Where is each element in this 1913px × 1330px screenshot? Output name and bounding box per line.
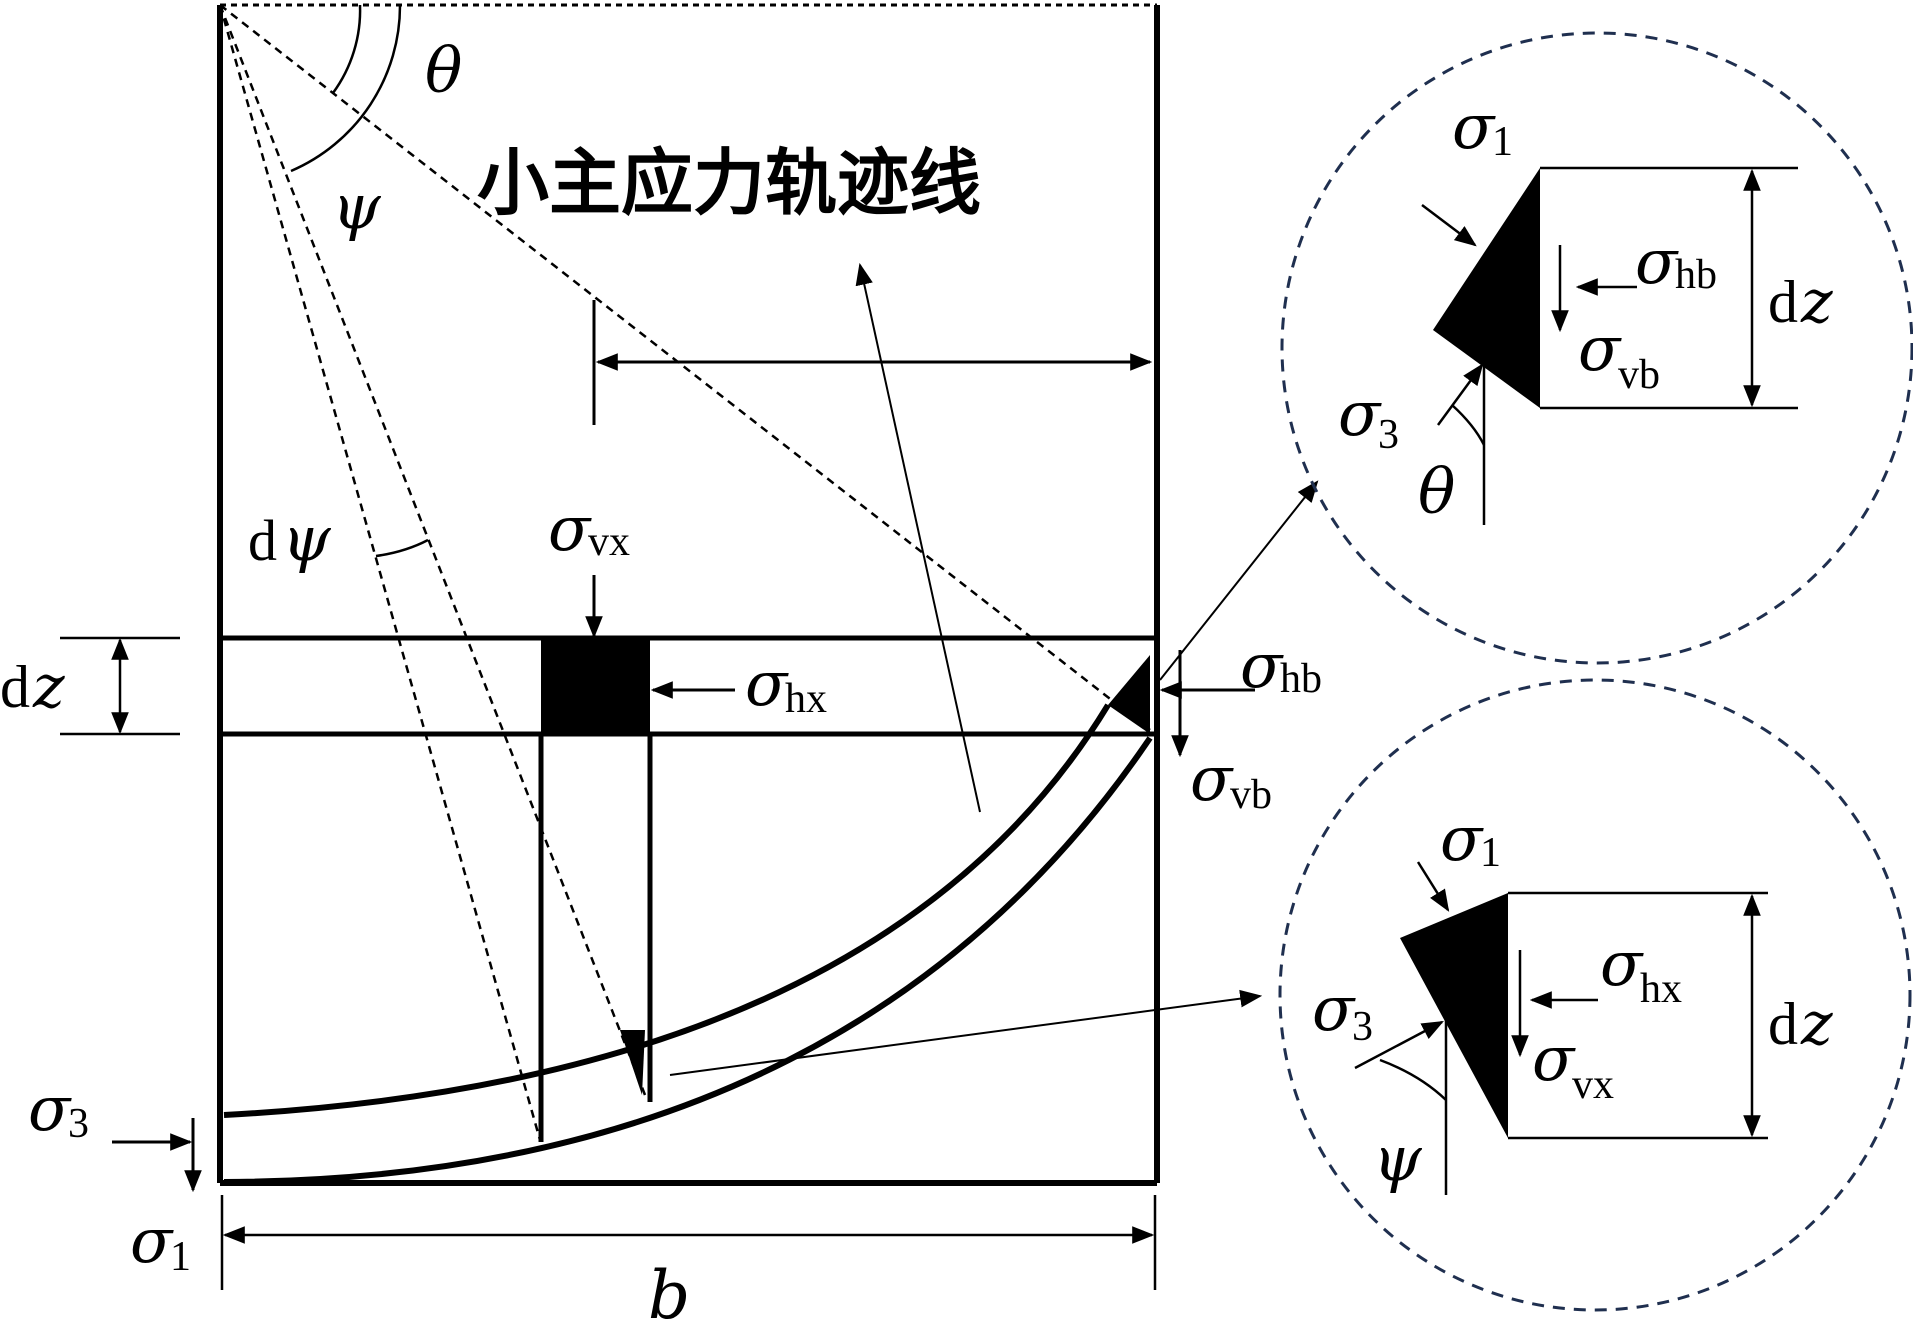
column-callout-sigma3-arrow — [1354, 1020, 1444, 1070]
svg-text:d: d — [0, 654, 30, 720]
psi-arc — [290, 4, 402, 173]
sigma-vx-label: σ vx — [548, 492, 630, 565]
wall-callout-circle — [1280, 31, 1913, 665]
column-callout-psi-label: ψ — [1373, 1122, 1423, 1195]
theta-label: θ — [425, 34, 462, 107]
width-b-dimension — [220, 1195, 1157, 1290]
trajectory-curve-lower — [223, 736, 1153, 1185]
sigma1-label: σ 1 — [130, 1204, 191, 1280]
svg-text:σ: σ — [1240, 629, 1284, 702]
svg-text:3: 3 — [1352, 1004, 1373, 1050]
dpsi-label: d ψ — [248, 502, 332, 575]
column-callout-psi-arc — [1379, 1058, 1447, 1101]
column-callout-sigma1-arrow — [1416, 861, 1450, 912]
left-dz-label: d z — [0, 652, 65, 722]
svg-text:hx: hx — [785, 676, 827, 722]
wall-callout-sigma1-arrow — [1421, 204, 1477, 247]
svg-text:σ: σ — [1440, 802, 1484, 875]
apex-angle-arcs — [290, 4, 429, 558]
svg-text:σ: σ — [1190, 742, 1234, 815]
wall-callout-dz-label: d z — [1768, 267, 1833, 337]
wall-callout-sigma3-arrow — [1436, 363, 1484, 426]
svg-text:σ: σ — [1600, 927, 1644, 1000]
wall-callout-sigma3-label: σ 3 — [1338, 377, 1399, 458]
svg-text:d: d — [248, 508, 277, 573]
theta-arc — [331, 4, 362, 94]
column-callout-dz-label: d z — [1768, 989, 1833, 1059]
column-callout-circle — [1278, 678, 1912, 1312]
svg-text:hb: hb — [1675, 252, 1717, 298]
wall-callout-wedge — [1433, 168, 1540, 408]
svg-text:d: d — [1768, 991, 1798, 1057]
wall-stress-wedge — [1108, 655, 1150, 734]
trajectory-curve-upper — [223, 703, 1111, 1118]
wall-callout-theta-label: θ — [1418, 455, 1455, 528]
sigma-hb-label: σ hb — [1240, 629, 1322, 702]
stress-element-square — [541, 638, 650, 734]
svg-text:d: d — [1768, 269, 1798, 335]
sigma-hx-label: σ hx — [745, 647, 827, 722]
column-element-callout: σ 1 σ hx σ vx d z σ 3 ψ — [1278, 678, 1912, 1312]
leader-to-bottom-callout — [669, 989, 1263, 1076]
svg-text:ψ: ψ — [282, 502, 332, 575]
column-callout-sigma3-label: σ 3 — [1312, 972, 1373, 1050]
b-label: b — [648, 1257, 690, 1330]
column-callout-sigma1-label: σ 1 — [1440, 802, 1501, 876]
soil-column — [538, 734, 653, 1142]
dpsi-arc — [375, 538, 429, 558]
svg-text:1: 1 — [1480, 830, 1501, 876]
svg-text:z: z — [1800, 267, 1833, 337]
svg-text:3: 3 — [68, 1101, 89, 1147]
trajectory-label: 小主应力轨迹线 — [477, 141, 981, 225]
svg-text:σ: σ — [1578, 312, 1622, 385]
partial-width-dimension — [592, 300, 1153, 425]
sigma3-label: σ 3 — [28, 1072, 89, 1147]
svg-text:σ: σ — [130, 1204, 174, 1277]
svg-text:σ: σ — [745, 647, 789, 720]
radial-line-theta — [219, 4, 1151, 731]
leader-to-trajectory-label — [855, 262, 981, 813]
svg-text:z: z — [1800, 989, 1833, 1059]
svg-text:vx: vx — [588, 519, 630, 565]
column-stress-wedge — [620, 1030, 645, 1095]
column-callout-sigma-vx-label: σ vx — [1532, 1022, 1614, 1108]
svg-text:vx: vx — [1572, 1062, 1614, 1108]
svg-text:σ: σ — [1532, 1022, 1576, 1095]
left-dz-dimension — [60, 636, 180, 736]
svg-text:3: 3 — [1378, 412, 1399, 458]
main-stress-arrows — [112, 575, 1255, 1193]
svg-text:vb: vb — [1618, 352, 1660, 398]
svg-text:σ: σ — [1312, 972, 1356, 1045]
wall-element-callout: σ 1 σ hb σ vb d z σ 3 θ — [1280, 31, 1913, 665]
leader-to-top-callout — [1159, 480, 1319, 681]
trajectory-curves — [223, 703, 1153, 1185]
svg-text:1: 1 — [1492, 119, 1513, 165]
svg-text:hb: hb — [1280, 656, 1322, 702]
svg-text:σ: σ — [1338, 377, 1382, 450]
svg-text:z: z — [32, 652, 65, 722]
svg-text:vb: vb — [1230, 772, 1272, 818]
column-callout-sigma-hx-label: σ hx — [1600, 927, 1682, 1012]
wall-callout-sigma1-label: σ 1 — [1452, 90, 1513, 165]
sigma-vb-label: σ vb — [1190, 742, 1272, 818]
psi-label: ψ — [332, 170, 382, 243]
svg-text:σ: σ — [28, 1072, 72, 1145]
svg-text:σ: σ — [1635, 225, 1679, 298]
svg-text:hx: hx — [1640, 966, 1682, 1012]
main-frame — [217, 3, 1160, 1186]
svg-text:σ: σ — [548, 492, 592, 565]
radial-line-psi-a — [218, 4, 542, 1141]
svg-text:1: 1 — [170, 1234, 191, 1280]
wall-callout-sigma-hb-label: σ hb — [1635, 225, 1717, 298]
wall-callout-theta-arc — [1451, 404, 1486, 446]
column-callout-wedge — [1400, 893, 1508, 1138]
wall-callout-sigma-vb-label: σ vb — [1578, 312, 1660, 398]
svg-text:σ: σ — [1452, 90, 1496, 163]
